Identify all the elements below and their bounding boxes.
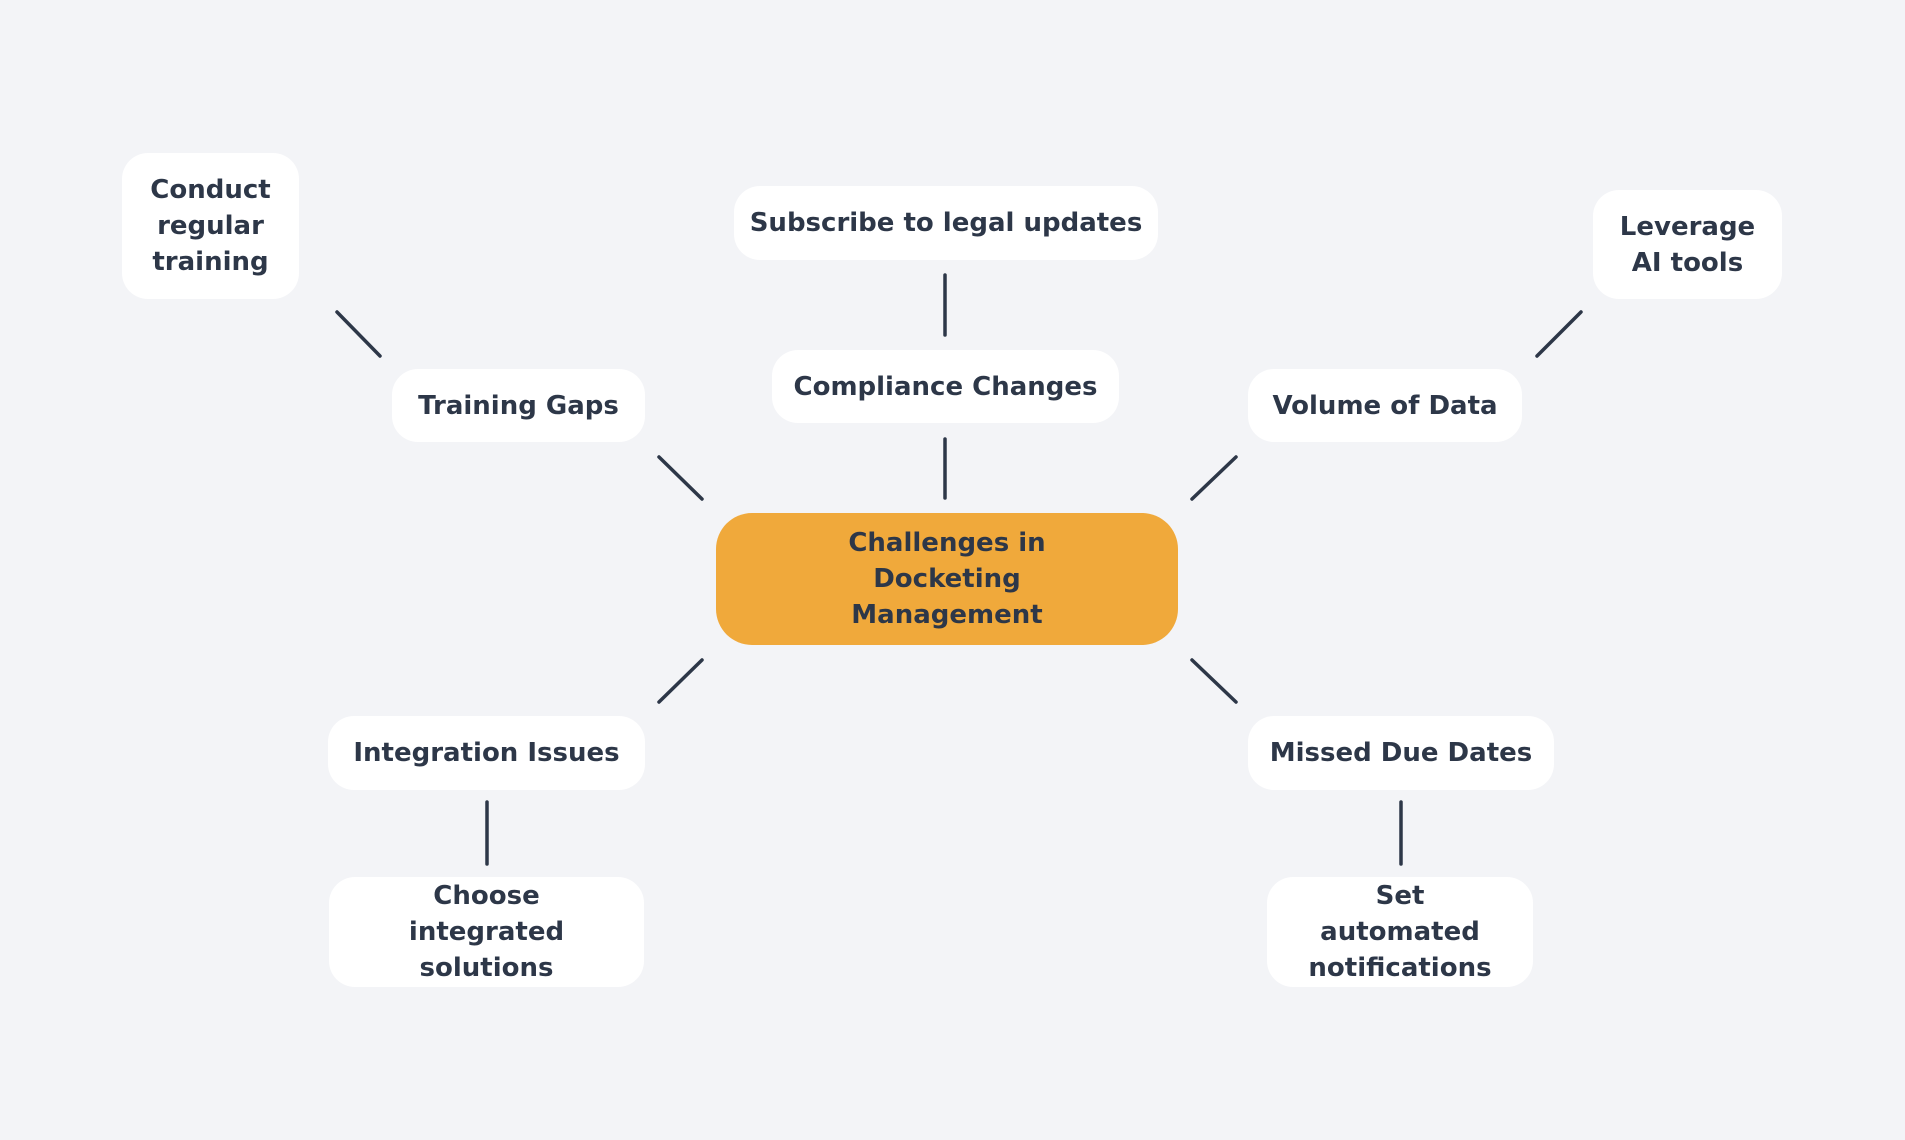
challenge-compliance-changes[interactable]: Compliance Changes <box>772 350 1119 423</box>
challenge-missed-due-dates[interactable]: Missed Due Dates <box>1248 716 1554 790</box>
node-label: Choose integrated solutions <box>408 881 565 983</box>
central-topic[interactable]: Challenges in Docketing Management <box>716 513 1178 645</box>
node-label: Missed Due Dates <box>1269 738 1533 768</box>
line-training-solution <box>335 310 382 358</box>
node-label: Compliance Changes <box>793 371 1098 402</box>
line-training-center <box>657 455 704 501</box>
node-label: Integration Issues <box>353 738 620 768</box>
solution-conduct-training[interactable]: Conduct regular training <box>122 153 299 299</box>
solution-automated-notifications[interactable]: Set automated notifications <box>1267 877 1533 987</box>
line-integration-center <box>657 658 704 704</box>
challenge-integration-issues[interactable]: Integration Issues <box>328 716 645 790</box>
solution-leverage-ai-tools[interactable]: Leverage AI tools <box>1593 190 1782 299</box>
node-label: Volume of Data <box>1272 390 1498 421</box>
node-label: Subscribe to legal updates <box>749 208 1143 238</box>
node-label: Training Gaps <box>418 390 619 421</box>
node-label: Conduct regular training <box>150 175 271 277</box>
line-duedates-center <box>1190 658 1238 704</box>
central-topic-label: Challenges in Docketing Management <box>848 528 1046 630</box>
solution-subscribe-legal-updates[interactable]: Subscribe to legal updates <box>734 186 1158 260</box>
node-label: Leverage AI tools <box>1619 211 1756 278</box>
solution-choose-integrated[interactable]: Choose integrated solutions <box>329 877 644 987</box>
line-volume-solution <box>1535 310 1583 358</box>
challenge-volume-of-data[interactable]: Volume of Data <box>1248 369 1522 442</box>
line-volume-center <box>1190 455 1238 501</box>
challenge-training-gaps[interactable]: Training Gaps <box>392 369 645 442</box>
node-label: Set automated notifications <box>1308 881 1492 983</box>
